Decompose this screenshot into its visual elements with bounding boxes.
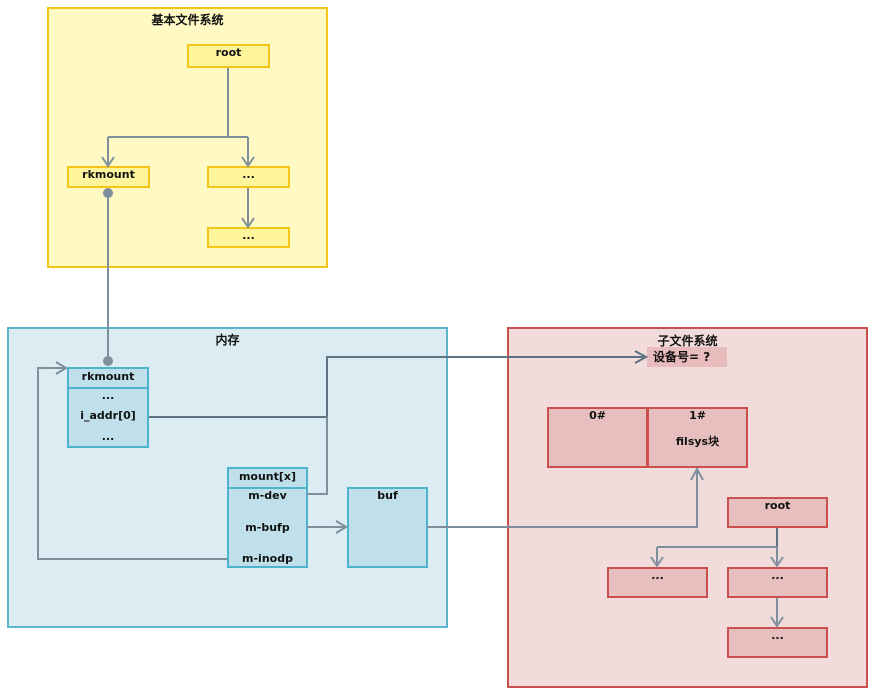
sub-grandchild-node[interactable]: ...	[727, 627, 828, 658]
memory-rkmount-row: ...	[101, 430, 115, 443]
mount-m-dev-field: m-dev	[248, 489, 287, 502]
block-1-title: 1#	[689, 409, 706, 422]
mount-m-bufp-field: m-bufp	[245, 521, 290, 534]
block-1-subtitle: filsys块	[675, 435, 720, 448]
sub-root-node[interactable]: root	[727, 497, 828, 528]
sub-child-left-node[interactable]: ...	[607, 567, 708, 598]
sub-child-right-node[interactable]: ...	[727, 567, 828, 598]
base-root-node[interactable]: root	[187, 44, 270, 68]
memory-rkmount-inode[interactable]: rkmount ... i_addr[0] ...	[67, 367, 149, 448]
device-number-label: 设备号= ?	[647, 347, 727, 367]
base-filesystem-title: 基本文件系统	[151, 13, 224, 27]
mount-m-inodp-field: m-inodp	[242, 552, 293, 565]
memory-rkmount-row: ...	[101, 389, 115, 402]
base-child-node[interactable]: ...	[207, 166, 290, 188]
memory-rkmount-iaddr-row: i_addr[0]	[80, 409, 136, 422]
memory-rkmount-header: rkmount	[69, 369, 147, 389]
sub-block-0-node[interactable]: 0#	[547, 407, 648, 468]
memory-mount-entry[interactable]: mount[x] m-dev m-bufp m-inodp	[227, 467, 308, 568]
memory-mount-header: mount[x]	[229, 469, 306, 489]
base-grandchild-node[interactable]: ...	[207, 227, 290, 248]
sub-block-1-filsys-node[interactable]: 1# filsys块	[647, 407, 748, 468]
base-rkmount-node[interactable]: rkmount	[67, 166, 150, 188]
memory-title: 内存	[215, 333, 240, 347]
memory-buf-node[interactable]: buf	[347, 487, 428, 568]
sub-filesystem-title: 子文件系统	[657, 334, 718, 348]
